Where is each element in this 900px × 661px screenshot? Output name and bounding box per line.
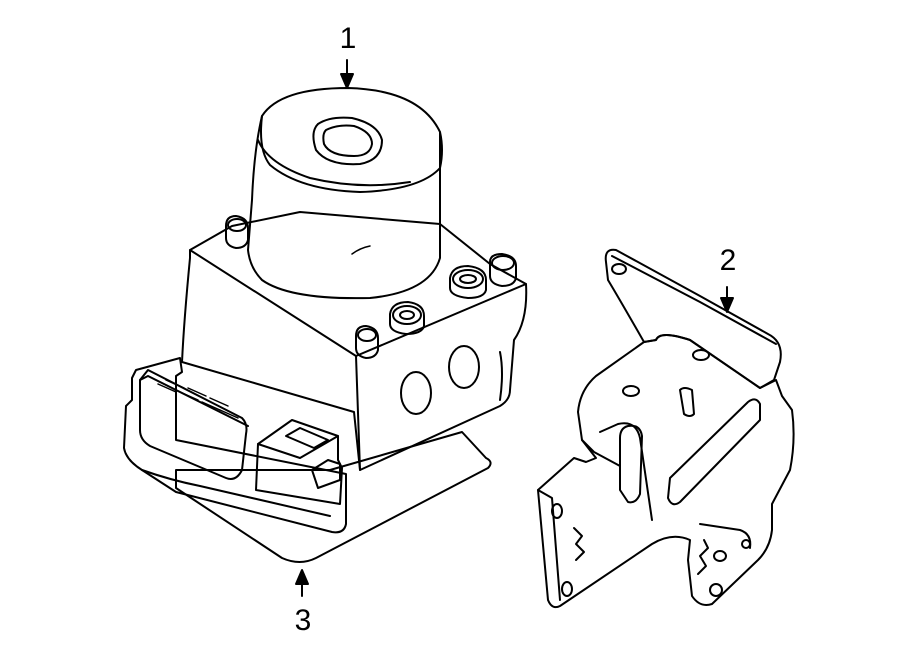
pump-plug-slot — [285, 427, 329, 449]
valve-block-ledge — [499, 351, 503, 401]
callout-label-1: 1 — [339, 22, 357, 55]
bracket-upper-tab — [604, 248, 782, 389]
bracket-tab-curl — [679, 387, 695, 417]
bracket-upper-flange — [611, 255, 777, 345]
callout-label-2: 2 — [719, 244, 737, 277]
bracket-hole-top — [611, 263, 627, 275]
ecu-housing-edge — [141, 469, 331, 517]
bracket-slot-long — [667, 398, 761, 506]
bracket-lower-flange-left — [537, 489, 561, 601]
bracket-hole-lr-3 — [741, 539, 751, 549]
callout-2-arrowhead — [720, 297, 734, 313]
bracket-hole-ll-1 — [551, 503, 563, 519]
bracket-body — [537, 334, 795, 609]
callout-3-arrowhead — [295, 569, 309, 585]
connector-face — [139, 375, 249, 427]
bracket-notch-left — [573, 527, 585, 561]
bracket-notch-right — [697, 539, 709, 575]
valve-block-top-edge — [189, 249, 527, 357]
brake-port-left — [400, 371, 432, 415]
connector-pins — [157, 379, 239, 419]
pump-motor-top-rim — [257, 139, 411, 187]
valve-block — [181, 211, 528, 471]
bracket-hole-ll-2 — [561, 581, 573, 597]
bracket-hole-upper-left — [622, 385, 640, 397]
callout-label-3: 3 — [294, 604, 312, 637]
bracket-hole-upper-right — [692, 349, 710, 361]
abs-hydraulic-unit — [181, 87, 528, 471]
mounting-bracket — [537, 248, 795, 609]
pump-plug-latch — [311, 459, 341, 489]
fittings — [225, 215, 517, 359]
pump-plug-connector — [255, 419, 343, 505]
bracket-rib — [581, 439, 621, 467]
pump-motor-end-boss-inner — [322, 124, 373, 157]
brake-port-right — [448, 345, 480, 389]
bracket-body-fold — [599, 422, 653, 521]
pump-motor-end-boss — [312, 116, 383, 166]
bracket-slot-vertical — [619, 424, 643, 504]
bracket-hole-lr-2 — [709, 583, 723, 597]
valve-block-corner-edge — [355, 355, 361, 471]
electrical-connector — [139, 369, 248, 480]
bracket-hole-lr-1 — [713, 550, 727, 562]
ecu-housing — [123, 357, 347, 534]
pump-motor-housing — [247, 87, 441, 300]
callout-arrows — [295, 59, 734, 597]
callout-1-arrowhead — [340, 73, 354, 89]
base-plate — [175, 431, 492, 563]
abs-modulator-base-unit — [123, 357, 492, 563]
pump-motor-cap — [260, 115, 443, 193]
pump-motor-mark — [351, 245, 371, 255]
pump-plug-top — [257, 435, 339, 459]
